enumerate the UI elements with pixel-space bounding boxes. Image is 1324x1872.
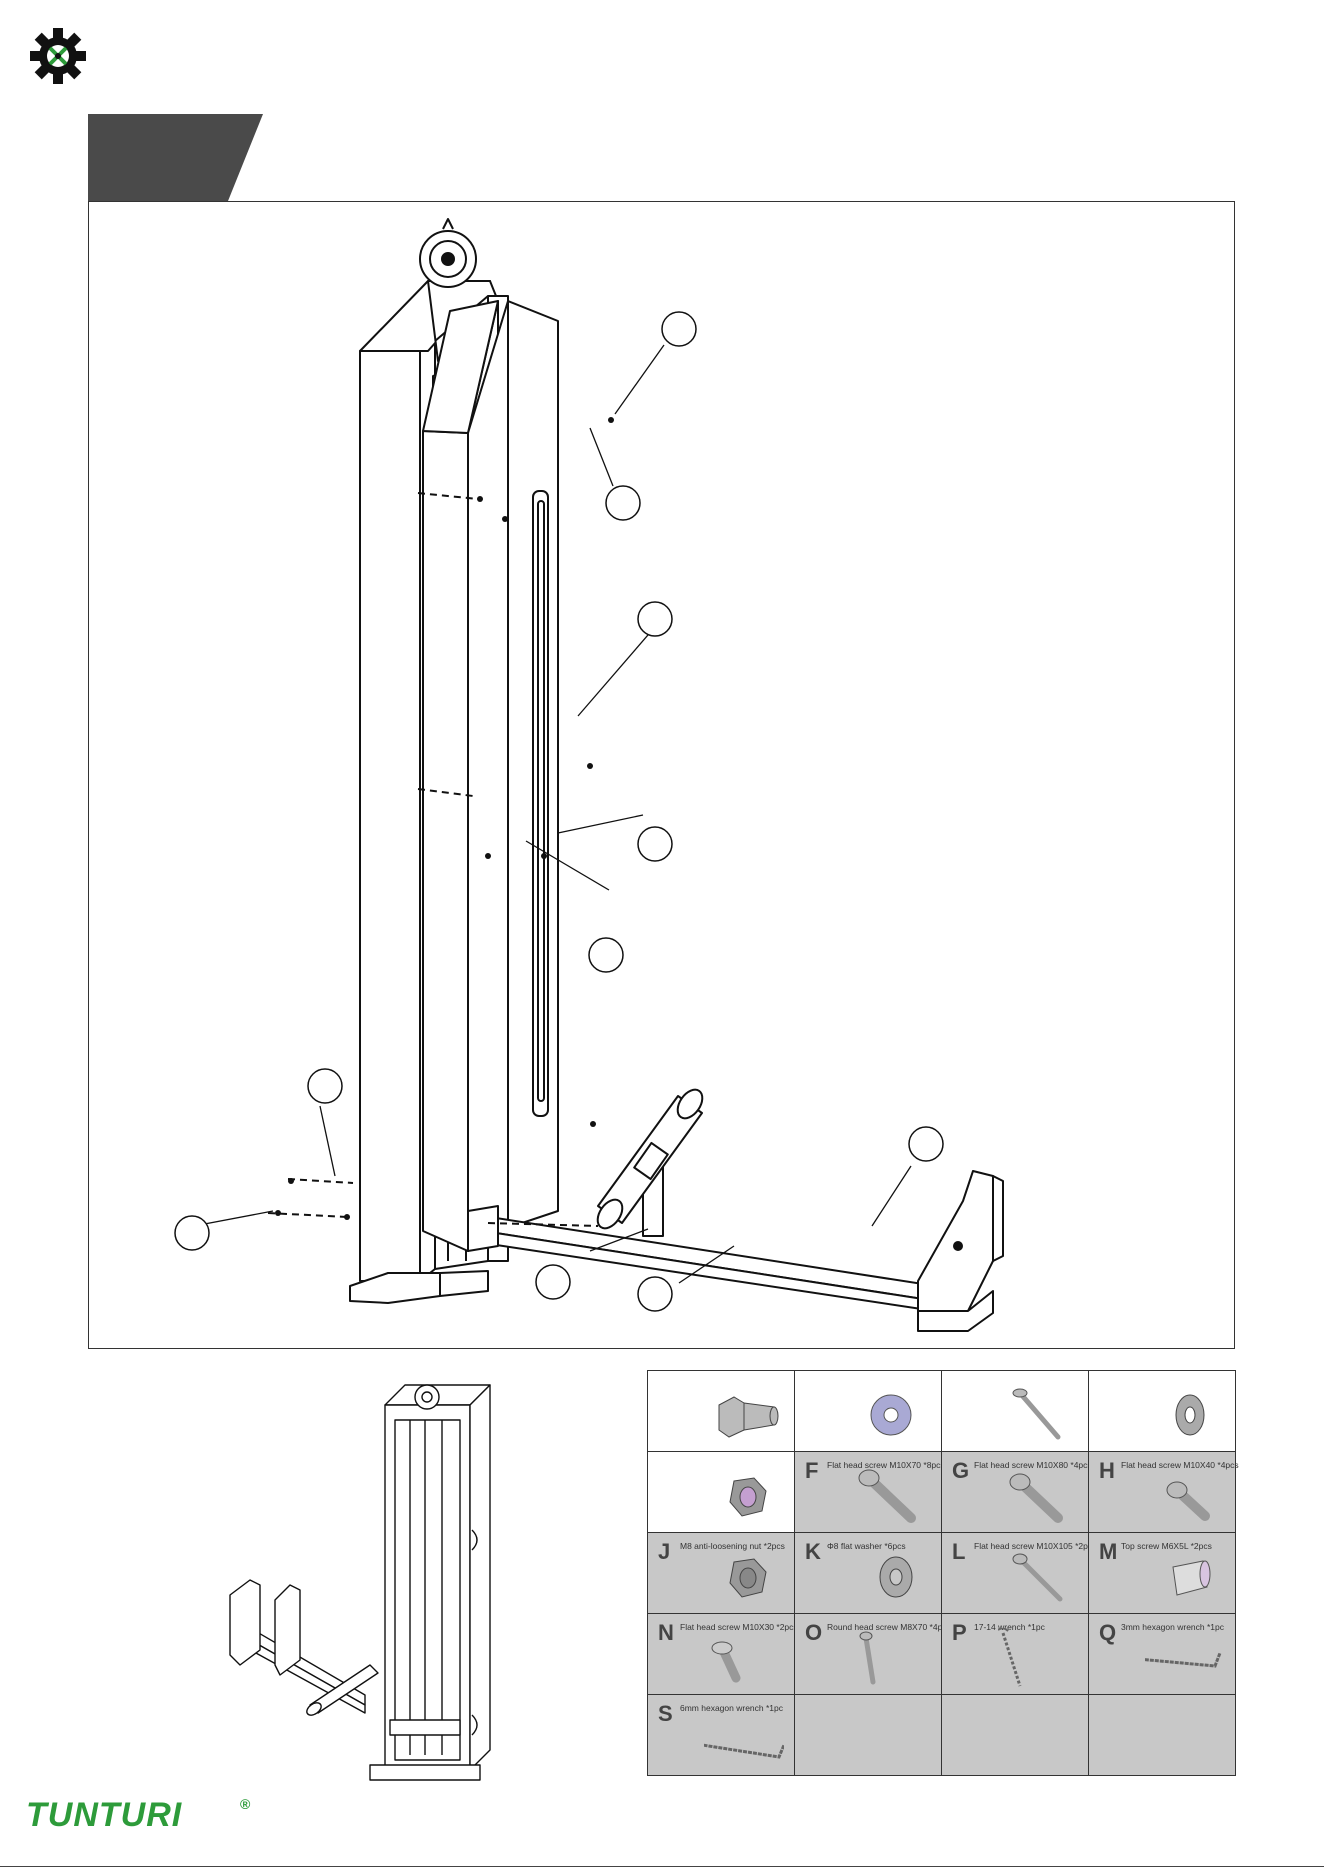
part-letter: S xyxy=(658,1701,673,1726)
part-letter: F xyxy=(805,1458,819,1483)
callout-10 xyxy=(637,1276,673,1312)
washer-icon xyxy=(870,1394,912,1436)
part-letter: O xyxy=(805,1620,823,1645)
exploded-assembly-drawing xyxy=(174,218,1004,1332)
part-cell: L Flat head screw M10X105 *2pcs xyxy=(941,1532,1096,1614)
part-letter: H xyxy=(1099,1458,1115,1483)
table-row: J M8 anti-loosening nut *2pcs K Φ8 flat … xyxy=(647,1532,1236,1614)
sleeve-nut-icon xyxy=(718,1396,779,1438)
callout-5 xyxy=(588,937,624,973)
part-description: Flat head screw M10X70 *8pcs xyxy=(827,1460,945,1470)
callout-2 xyxy=(605,485,641,521)
part-cell: N Flat head screw M10X30 *2pcs xyxy=(647,1613,798,1695)
part-description: Φ8 flat washer *6pcs xyxy=(827,1541,906,1551)
part-cell xyxy=(1088,1694,1236,1776)
part-cell xyxy=(647,1370,795,1452)
part-cell: G Flat head screw M10X80 *4pcs xyxy=(941,1451,1092,1533)
table-row: N Flat head screw M10X30 *2pcs O Round h… xyxy=(647,1613,1236,1695)
part-description: Round head screw M8X70 *4pcs xyxy=(827,1622,951,1632)
callout-6 xyxy=(307,1068,343,1104)
part-cell: K Φ8 flat washer *6pcs xyxy=(794,1532,942,1614)
part-cell: P 17-14 wrench *1pc xyxy=(941,1613,1089,1695)
short-screw-icon xyxy=(711,1641,741,1683)
long-bolt-icon xyxy=(1012,1388,1061,1440)
part-cell: M Top screw M6X5L *2pcs xyxy=(1088,1532,1236,1614)
hardware-parts-table: F Flat head screw M10X70 *8pcs G Flat he… xyxy=(647,1370,1239,1776)
right-base-foot xyxy=(917,1290,994,1332)
footer-divider xyxy=(0,1866,1324,1867)
table-row: S 6mm hexagon wrench *1pc xyxy=(647,1694,1236,1776)
part-letter: L xyxy=(952,1539,966,1564)
part-cell: Q 3mm hexagon wrench *1pc xyxy=(1088,1613,1236,1695)
part-cell: J M8 anti-loosening nut *2pcs xyxy=(647,1532,795,1614)
flat-head-screw-icon xyxy=(858,1469,916,1523)
washer-icon xyxy=(1175,1394,1205,1436)
hex-nut-icon xyxy=(729,1558,767,1598)
assembly-diagram-frame xyxy=(88,201,1235,1349)
part-description: Top screw M6X5L *2pcs xyxy=(1121,1541,1212,1551)
leg-roller xyxy=(596,1088,704,1230)
end-support xyxy=(917,1170,994,1312)
gear-wrench-icon xyxy=(30,28,86,84)
part-letter: P xyxy=(952,1620,967,1645)
part-letter: M xyxy=(1099,1539,1118,1564)
callout-8 xyxy=(908,1126,944,1162)
part-cell: H Flat head screw M10X40 *4pcs xyxy=(1088,1451,1239,1533)
washer-icon xyxy=(879,1556,913,1598)
wrench-icon xyxy=(998,1628,1022,1687)
part-letter: N xyxy=(658,1620,674,1645)
step-tab xyxy=(88,114,263,201)
part-cell xyxy=(1088,1370,1236,1452)
part-description: Flat head screw M10X30 *2pcs xyxy=(680,1622,798,1632)
part-description: 3mm hexagon wrench *1pc xyxy=(1121,1622,1225,1632)
part-cell xyxy=(941,1370,1089,1452)
part-cell xyxy=(647,1451,795,1533)
part-description: M8 anti-loosening nut *2pcs xyxy=(680,1541,785,1551)
flat-head-screw-icon xyxy=(1009,1473,1063,1523)
part-description: Flat head screw M10X80 *4pcs xyxy=(974,1460,1092,1470)
assembled-product-view xyxy=(229,1384,491,1781)
part-cell: S 6mm hexagon wrench *1pc xyxy=(647,1694,795,1776)
hex-nut-icon xyxy=(729,1477,767,1517)
part-cell: F Flat head screw M10X70 *8pcs xyxy=(794,1451,945,1533)
brand-logo: TUNTURI xyxy=(26,1796,183,1834)
part-description: Flat head screw M10X40 *4pcs xyxy=(1121,1460,1239,1470)
front-shroud-panel xyxy=(422,430,469,1252)
round-head-screw-icon xyxy=(859,1631,876,1685)
long-bolt-icon xyxy=(1012,1553,1063,1602)
part-description: Flat head screw M10X105 *2pcs xyxy=(974,1541,1097,1551)
part-letter: K xyxy=(805,1539,821,1564)
part-cell xyxy=(941,1694,1089,1776)
registered-mark: ® xyxy=(240,1796,251,1812)
part-cell: O Round head screw M8X70 *4pcs xyxy=(794,1613,951,1695)
part-letter: J xyxy=(658,1539,671,1564)
part-description: 6mm hexagon wrench *1pc xyxy=(680,1703,784,1713)
part-cell xyxy=(794,1694,942,1776)
part-letter: Q xyxy=(1099,1620,1117,1645)
hex-key-icon xyxy=(1145,1652,1222,1668)
callout-1 xyxy=(661,311,697,347)
part-description: 17-14 wrench *1pc xyxy=(974,1622,1045,1632)
callout-4 xyxy=(637,826,673,862)
set-screw-icon xyxy=(1172,1560,1211,1596)
flat-head-screw-icon xyxy=(1166,1481,1210,1521)
table-row xyxy=(647,1370,1236,1452)
callout-7 xyxy=(174,1215,210,1251)
part-letter: G xyxy=(952,1458,970,1483)
part-cell xyxy=(794,1370,942,1452)
hex-key-icon xyxy=(704,1743,784,1759)
callout-9 xyxy=(535,1264,571,1300)
callout-3 xyxy=(637,601,673,637)
left-upright-front xyxy=(359,350,421,1282)
table-row: F Flat head screw M10X70 *8pcs G Flat he… xyxy=(647,1451,1239,1533)
